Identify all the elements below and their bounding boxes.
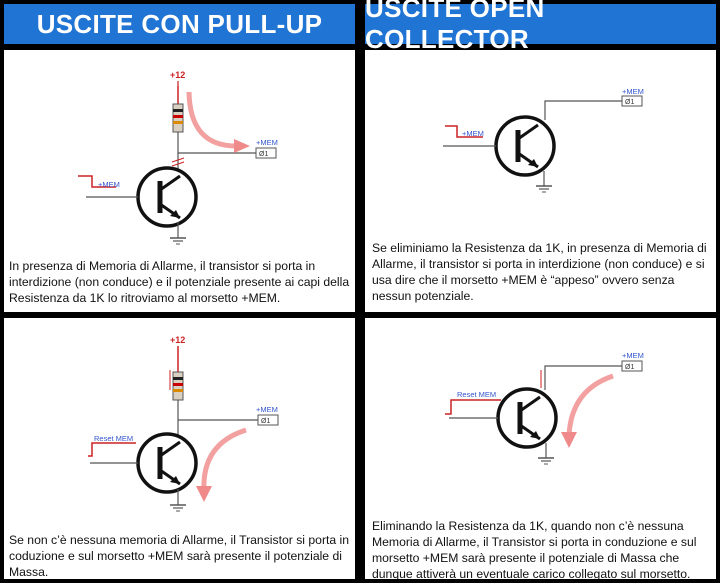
caption-pullup-on: Se non c’è nessuna memoria di Allarme, i… [9,533,350,579]
mem-label: +MEM [622,351,644,360]
reset-mem-label: Reset MEM [457,390,496,399]
current-arrow [566,373,614,437]
svg-text:Ø1: Ø1 [625,99,634,106]
circuit-opencollector-off: +MEM Ø1 +MEM [443,87,644,193]
transistor-npn [136,432,198,494]
transistor-npn [496,387,558,449]
supply-label: +12 [170,335,185,345]
current-arrow [186,91,237,149]
mem-label: +MEM [256,138,278,147]
caption-opencollector-on: Eliminando la Resistenza da 1K, quando n… [372,519,697,579]
supply-label: +12 [170,70,185,80]
panel-opencollector-off: +MEM Ø1 +MEM Se eliminiamo la Resistenza… [365,50,716,312]
transistor-npn [136,166,198,228]
base-mem-label: +MEM [98,180,120,189]
panel-opencollector-on: +MEM Ø1 Reset MEM Eliminando la Resisten… [365,318,716,579]
circuit-pullup-off: +12 Ø1 +MEM +MEM [78,70,278,245]
reset-mem-label: Reset MEM [94,434,133,443]
mem-label: +MEM [256,405,278,414]
header-pull-up: USCITE CON PULL-UP [4,4,355,44]
current-arrow [201,427,247,491]
circuit-pullup-on: +12 Ø1 +MEM Reset MEM [88,335,279,512]
header-open-collector: USCITE OPEN COLLECTOR [365,0,716,54]
mem-label: +MEM [622,87,644,96]
transistor-npn [494,115,556,177]
mem-terminal [255,147,277,159]
caption-pullup-off: In presenza di Memoria di Allarme, il tr… [9,259,350,305]
svg-text:Ø1: Ø1 [261,418,270,425]
caption-opencollector-off: Se eliminiamo la Resistenza da 1K, in pr… [372,241,707,303]
panel-pullup-off: +12 Ø1 +MEM +MEM In pre [4,50,355,312]
base-mem-label: +MEM [462,129,484,138]
svg-text:Ø1: Ø1 [625,364,634,371]
panel-pullup-on: +12 Ø1 +MEM Reset MEM Se non c’è nessuna… [4,318,355,579]
circuit-opencollector-on: +MEM Ø1 Reset MEM [445,351,644,465]
svg-text:Ø1: Ø1 [259,151,268,158]
mem-terminal [257,414,279,426]
